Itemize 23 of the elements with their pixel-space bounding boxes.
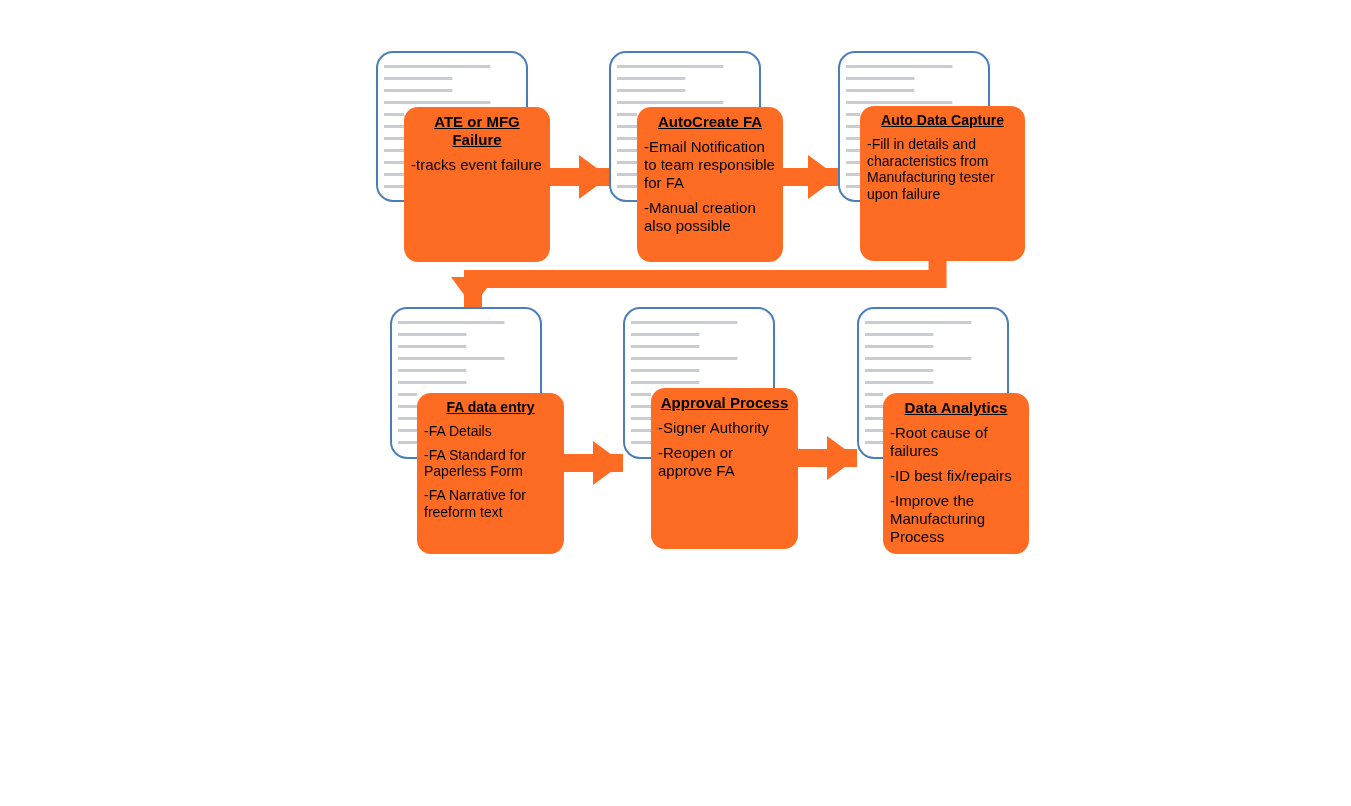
block-arrow	[451, 261, 947, 307]
bullet-text: -Reopen or approve FA	[658, 444, 736, 480]
bullet-text: -FA Standard for Paperless Form	[424, 446, 527, 481]
box-heading: ATE or MFG Failure	[433, 113, 521, 149]
bullet-text: -FA Narrative for freeform text	[424, 487, 527, 521]
box-heading: FA data entry	[445, 399, 536, 416]
bullet-text: -FA Details	[424, 422, 493, 440]
bullet-text: -Root cause of failures	[890, 424, 989, 460]
box-heading: Data Analytics	[903, 399, 1009, 417]
bullet-text: -ID best fix/repairs	[890, 467, 1013, 485]
block-arrow	[550, 155, 609, 199]
box-heading: Auto Data Capture	[880, 112, 1005, 129]
bullet-text: -Fill in details and characteristics from Manufacturing tester upon failure	[867, 135, 996, 203]
bullet-text: -tracks event failure	[411, 156, 543, 174]
block-arrow	[798, 436, 857, 480]
block-arrow	[564, 441, 623, 485]
bullet-text: -Manual creation also possible	[644, 199, 757, 235]
box-heading: Approval Process	[659, 394, 790, 412]
bullet-text: -Email Notification to team responsible for FA	[644, 138, 776, 192]
bullet-text: -Improve the Manufacturing Process	[890, 492, 987, 546]
block-arrow	[783, 155, 838, 199]
bullet-text: -Signer Authority	[658, 419, 770, 437]
box-heading: AutoCreate FA	[656, 113, 764, 131]
